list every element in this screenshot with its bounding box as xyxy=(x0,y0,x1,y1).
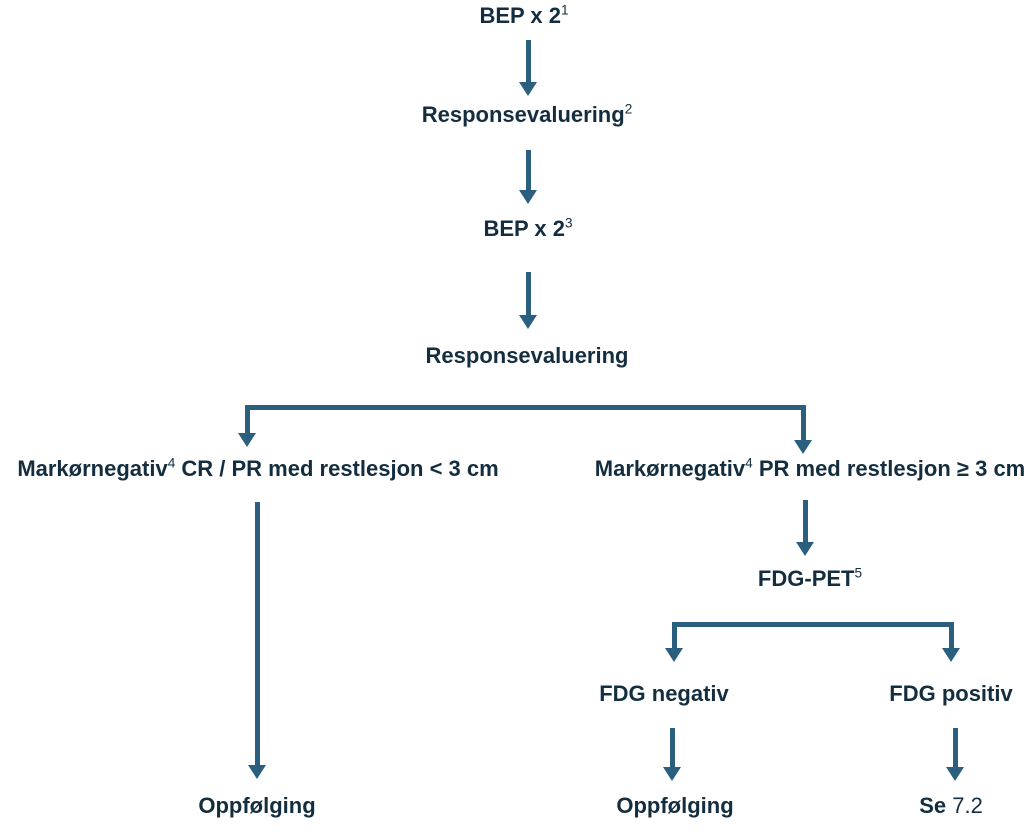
footnote-4-right: 4 xyxy=(745,455,753,471)
footnote-2: 2 xyxy=(624,101,633,117)
node-followup-left-label: Oppfølging xyxy=(198,793,316,818)
node-followup-left: Oppfølging xyxy=(198,793,315,819)
node-fdg-positive: FDG positiv xyxy=(889,681,1012,707)
node-marker-negative-cr-pr-lt3cm: Markørnegativ4 CR / PR med restlesjon < … xyxy=(17,456,498,482)
node-see-ref: Se 7.2 xyxy=(919,793,983,819)
split1-horizontal-line xyxy=(245,405,805,410)
node-fdg-pet-label: FDG-PET xyxy=(757,566,855,591)
node-followup-mid-label: Oppfølging xyxy=(616,793,734,818)
node-response-evaluation-2-label: Responsevaluering xyxy=(425,343,629,368)
node-bep-x2-first: BEP x 21 xyxy=(479,3,568,29)
arrow-fdgnegative-to-followup xyxy=(669,728,675,768)
footnote-3: 3 xyxy=(564,215,573,231)
node-response-evaluation-1: Responsevaluering2 xyxy=(422,102,633,128)
left-branch-post: CR / PR med restlesjon < 3 cm xyxy=(175,456,499,481)
node-see-ref-number: 7.2 xyxy=(946,793,983,818)
left-branch-pre: Markørnegativ xyxy=(17,456,168,481)
arrow-fdgpositive-to-ref xyxy=(952,728,958,768)
arrow-rightbranch-to-fdgpet xyxy=(802,500,808,543)
node-fdg-negative: FDG negativ xyxy=(599,681,729,707)
node-bep-x2-second: BEP x 23 xyxy=(483,216,572,242)
footnote-1: 1 xyxy=(560,2,569,18)
arrow-split2-right xyxy=(948,622,954,649)
node-response-evaluation-2: Responsevaluering xyxy=(426,343,629,369)
node-fdg-negative-label: FDG negativ xyxy=(599,681,729,706)
right-branch-pre: Markørnegativ xyxy=(594,456,746,481)
arrow-bep1-to-responseeval1 xyxy=(525,40,531,83)
node-marker-negative-pr-ge3cm: Markørnegativ4 PR med restlesjon ≥ 3 cm xyxy=(595,456,1025,482)
footnote-4-left: 4 xyxy=(167,455,176,471)
arrow-split2-left xyxy=(671,622,677,649)
arrow-bep2-to-responseeval2 xyxy=(525,272,531,316)
node-fdg-pet: FDG-PET5 xyxy=(758,566,862,592)
node-bep-x2-second-label: BEP x 2 xyxy=(483,216,565,241)
split2-horizontal-line xyxy=(672,622,953,627)
node-bep-x2-first-label: BEP x 2 xyxy=(479,3,561,28)
node-followup-mid: Oppfølging xyxy=(616,793,733,819)
arrow-responseeval1-to-bep2 xyxy=(525,150,531,191)
arrow-split1-left xyxy=(244,405,250,434)
node-fdg-positive-label: FDG positiv xyxy=(889,681,1013,706)
arrow-split1-right xyxy=(800,405,806,441)
footnote-5: 5 xyxy=(854,565,863,581)
right-branch-post: PR med restlesjon ≥ 3 cm xyxy=(752,456,1026,481)
node-see-ref-bold: Se xyxy=(919,793,947,818)
arrow-leftbranch-to-followup xyxy=(254,502,260,766)
node-response-evaluation-1-label: Responsevaluering xyxy=(421,102,625,127)
